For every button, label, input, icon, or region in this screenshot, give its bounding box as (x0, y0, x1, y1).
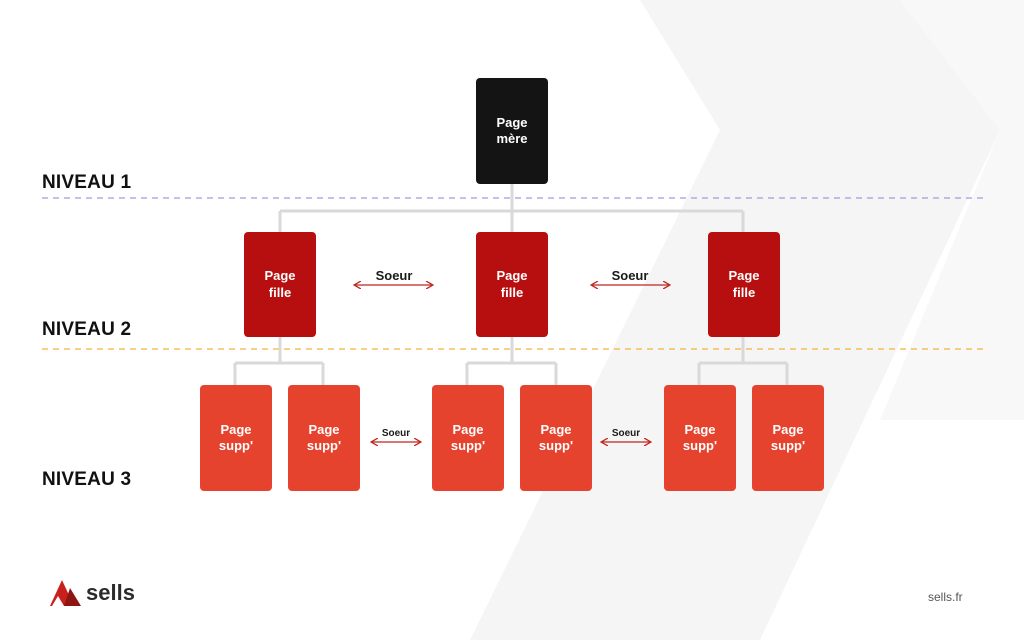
logo-text: sells (86, 580, 135, 605)
subpage-node-3[interactable]: Page supp' (432, 385, 504, 491)
subpage-node-6[interactable]: Page supp' (752, 385, 824, 491)
sells-logo-icon (50, 580, 81, 606)
sibling-label-level3-right: Soeur (611, 428, 641, 439)
level-1-label: NIVEAU 1 (42, 172, 132, 193)
subpage-node-5[interactable]: Page supp' (664, 385, 736, 491)
node-label-line2: supp' (306, 438, 342, 453)
sibling-label-level2-left: Soeur (375, 268, 413, 283)
node-label-line1: Page (540, 421, 572, 437)
node-label-line1: Page (220, 421, 252, 437)
sibling-label-level3-left: Soeur (381, 428, 411, 439)
node-label-line1: Page (308, 421, 340, 437)
footer-url[interactable]: sells.fr (928, 590, 963, 604)
node-label-line2: fille (732, 284, 756, 300)
node-label-line2: fille (500, 284, 524, 300)
subpage-node-2[interactable]: Page supp' (288, 385, 360, 491)
node-label-line2: fille (268, 284, 292, 300)
node-label-line1: Page (684, 421, 716, 437)
node-label-line2: supp' (450, 438, 486, 453)
node-label-line2: supp' (682, 438, 718, 453)
sibling-label-level2-right: Soeur (611, 268, 649, 283)
node-label-line1: Page (496, 268, 528, 284)
node-label-line2: supp' (538, 438, 574, 453)
level-3-label: NIVEAU 3 (42, 469, 132, 490)
subpage-node-1[interactable]: Page supp' (200, 385, 272, 491)
node-label-line1: Page (496, 114, 528, 130)
node-label-line1: Page (728, 268, 760, 284)
node-label-line2: supp' (218, 438, 254, 453)
subpage-node-4[interactable]: Page supp' (520, 385, 592, 491)
root-page-node[interactable]: Page mère (476, 78, 548, 184)
node-label-line1: Page (772, 421, 804, 437)
child-page-node-3[interactable]: Page fille (708, 232, 780, 337)
node-label-line2: mère (496, 131, 528, 146)
child-connectors (233, 337, 789, 385)
sells-logo[interactable]: sells (48, 578, 135, 608)
node-label-line2: supp' (770, 438, 806, 453)
node-label-line1: Page (264, 268, 296, 284)
level-2-label: NIVEAU 2 (42, 319, 132, 340)
child-page-node-2[interactable]: Page fille (476, 232, 548, 337)
child-page-node-1[interactable]: Page fille (244, 232, 316, 337)
root-connector (278, 184, 745, 232)
node-label-line1: Page (452, 421, 484, 437)
